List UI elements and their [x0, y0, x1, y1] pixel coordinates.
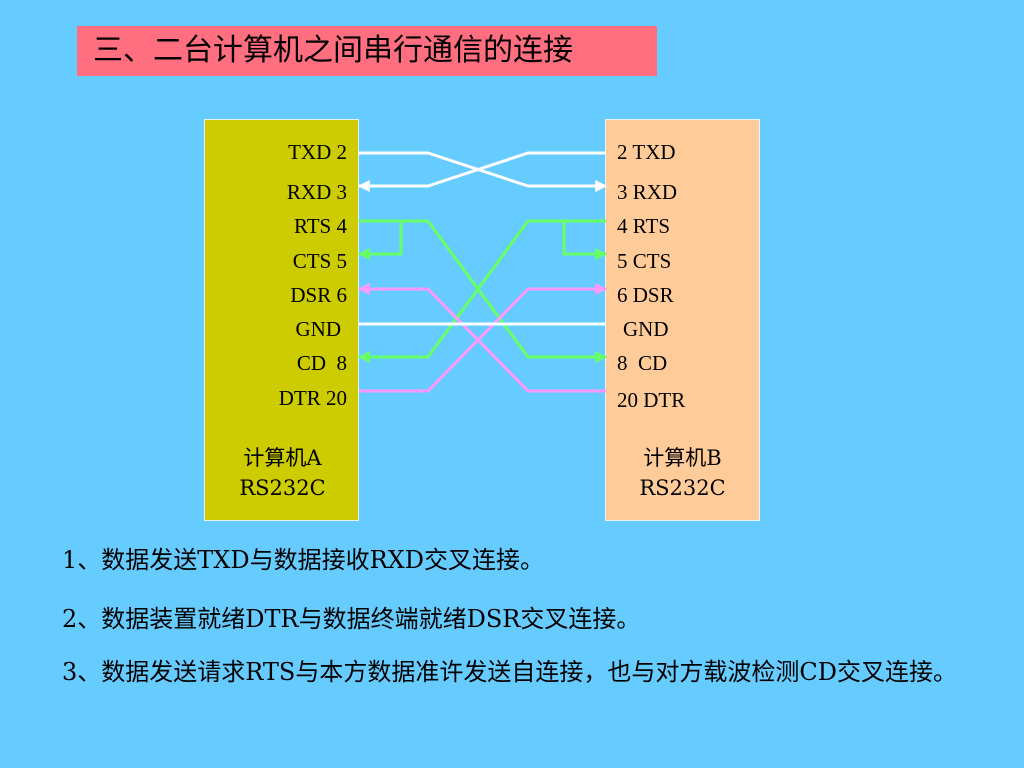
computer-a-interface: RS232C	[239, 476, 326, 500]
pin-a-dsr: DSR 6	[290, 283, 347, 307]
computer-a-name: 计算机A	[243, 446, 322, 470]
pin-a-rts: RTS 4	[293, 214, 347, 238]
pin-b-cts: 5 CTS	[617, 249, 672, 273]
pin-a-cd: CD 8	[296, 351, 347, 375]
wire-rts-a-to-cts-a	[357, 219, 403, 260]
pin-b-rts: 4 RTS	[617, 214, 671, 238]
wire-dtr-b-to-dsr-a	[357, 283, 606, 393]
pin-a-rxd: RXD 3	[286, 180, 347, 204]
computer-b-name: 计算机B	[643, 446, 722, 470]
slide-title: 三、二台计算机之间串行通信的连接	[77, 26, 657, 76]
pin-b-rxd: 3 RXD	[617, 180, 678, 204]
wire-dtr-a-to-dsr-b	[359, 283, 608, 393]
wire-rts-b-to-cd-a	[357, 219, 564, 363]
pin-a-cts: CTS 5	[292, 249, 347, 273]
computer-b-caption: 计算机B RS232C	[625, 443, 740, 503]
pin-a-txd: TXD 2	[288, 140, 347, 164]
wire-txd-b-to-rxd-a	[357, 151, 606, 192]
pin-b-txd: 2 TXD	[617, 140, 676, 164]
pin-b-dtr: 20 DTR	[617, 388, 686, 412]
note-1: 1、数据发送TXD与数据接收RXD交叉连接。	[62, 546, 545, 574]
wire-rts-b-to-cts-b	[562, 219, 608, 260]
computer-b-panel	[605, 119, 760, 521]
computer-a-panel	[204, 119, 359, 521]
pin-a-dtr: DTR 20	[278, 386, 347, 410]
computer-b-interface: RS232C	[639, 476, 726, 500]
note-2: 2、数据装置就绪DTR与数据终端就绪DSR交叉连接。	[62, 605, 641, 633]
note-3: 3、数据发送请求RTS与本方数据准许发送自连接，也与对方载波检测CD交叉连接。	[62, 658, 957, 686]
computer-a-caption: 计算机A RS232C	[225, 443, 340, 503]
pin-b-dsr: 6 DSR	[617, 283, 674, 307]
pin-a-gnd: GND	[295, 317, 342, 341]
pin-b-gnd: GND	[623, 317, 669, 341]
pin-b-cd: 8 CD	[617, 351, 668, 375]
